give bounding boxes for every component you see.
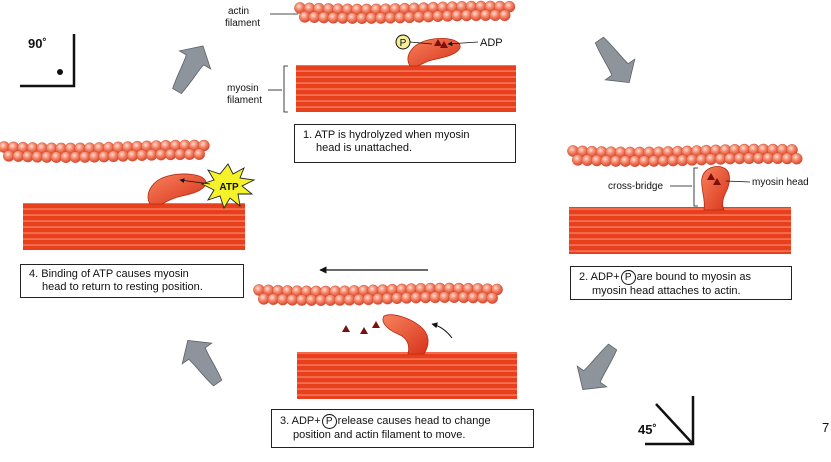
caption-prefix: 2. ADP+ xyxy=(579,271,620,283)
myosin-filament xyxy=(569,207,791,254)
phosphate-pointer xyxy=(409,41,433,45)
myosin-head xyxy=(382,314,429,355)
panel-4: ATP xyxy=(0,139,256,250)
actin-bead xyxy=(486,292,499,304)
caption-line: 4. Binding of ATP causes myosin xyxy=(29,268,189,280)
caption-line: 1. ATP is hydrolyzed when myosin xyxy=(303,129,470,141)
myosin-label: filament xyxy=(227,95,262,106)
phosphate-inline: P xyxy=(620,270,636,285)
panel-2: cross-bridge myosin head xyxy=(567,143,809,254)
actin-filament xyxy=(567,143,803,167)
myosin-filament xyxy=(23,203,245,250)
phosphate-symbol: P xyxy=(400,38,407,49)
actin-bead xyxy=(498,9,511,22)
adp-triangle xyxy=(434,39,442,46)
angle-45-label: 45˚ xyxy=(638,422,657,437)
adp-pointer xyxy=(447,41,479,47)
phosphate-inline: P xyxy=(321,414,337,429)
adp-label: ADP xyxy=(480,37,503,49)
myosin-head xyxy=(701,166,730,211)
myosin-head xyxy=(147,173,207,205)
actin-label: actin xyxy=(228,6,249,17)
atp-burst xyxy=(200,163,256,210)
caption-line: myosin head attaches to actin. xyxy=(592,285,741,297)
atp-label: ATP xyxy=(219,182,239,193)
released-adp xyxy=(342,325,350,332)
caption-line: head is unattached. xyxy=(316,142,413,154)
caption-suffix: release causes head to change xyxy=(337,415,491,427)
actin-label: filament xyxy=(225,18,260,29)
myosin-bracket xyxy=(283,65,288,113)
caption-line: position and actin filament to move. xyxy=(293,429,466,441)
actin-bead xyxy=(790,152,803,165)
edge-mark: 7 xyxy=(822,420,830,435)
caption-step-1: 1. ATP is hydrolyzed when myosin head is… xyxy=(294,124,516,163)
cycle-arrow-bottom-right xyxy=(576,343,618,391)
myosin-head xyxy=(407,38,461,67)
caption-step-4: 4. Binding of ATP causes myosin head to … xyxy=(20,264,244,298)
panel-3 xyxy=(253,266,517,399)
adp-triangle xyxy=(440,41,448,48)
released-adp xyxy=(360,327,368,334)
cycle-arrow-top-left xyxy=(172,45,212,95)
angle-45-symbol xyxy=(645,396,695,446)
atp-pointer xyxy=(179,178,211,185)
myosin-label: myosin xyxy=(227,83,259,94)
actin-bead xyxy=(193,148,205,160)
adp-triangle xyxy=(713,178,721,185)
angle-90-label: 90˚ xyxy=(28,36,47,51)
angle-90-symbol xyxy=(20,34,76,88)
myosin-filament xyxy=(297,352,517,399)
crossbridge-label: cross-bridge xyxy=(608,181,663,192)
panel-1: P ADP actin filament myosin filament xyxy=(225,0,516,113)
myosin-filament xyxy=(296,65,516,112)
myosin-head-pointer xyxy=(725,180,751,183)
released-adp xyxy=(372,321,380,328)
cycle-arrow-bottom-left xyxy=(181,339,223,387)
myosin-head-label: myosin head xyxy=(752,177,809,188)
cycle-arrow-top-right xyxy=(594,36,636,84)
caption-prefix: 3. ADP+ xyxy=(280,415,321,427)
actin-filament xyxy=(253,282,503,307)
actin-filament xyxy=(294,0,516,25)
adp-triangle xyxy=(707,173,715,180)
head-pivot-arrow xyxy=(431,322,453,339)
caption-line: head to return to resting position. xyxy=(42,281,203,293)
actin-filament xyxy=(0,139,210,163)
caption-suffix: are bound to myosin as xyxy=(636,271,752,283)
cycle-arrows xyxy=(172,36,636,391)
crossbridge-bracket xyxy=(693,167,698,207)
